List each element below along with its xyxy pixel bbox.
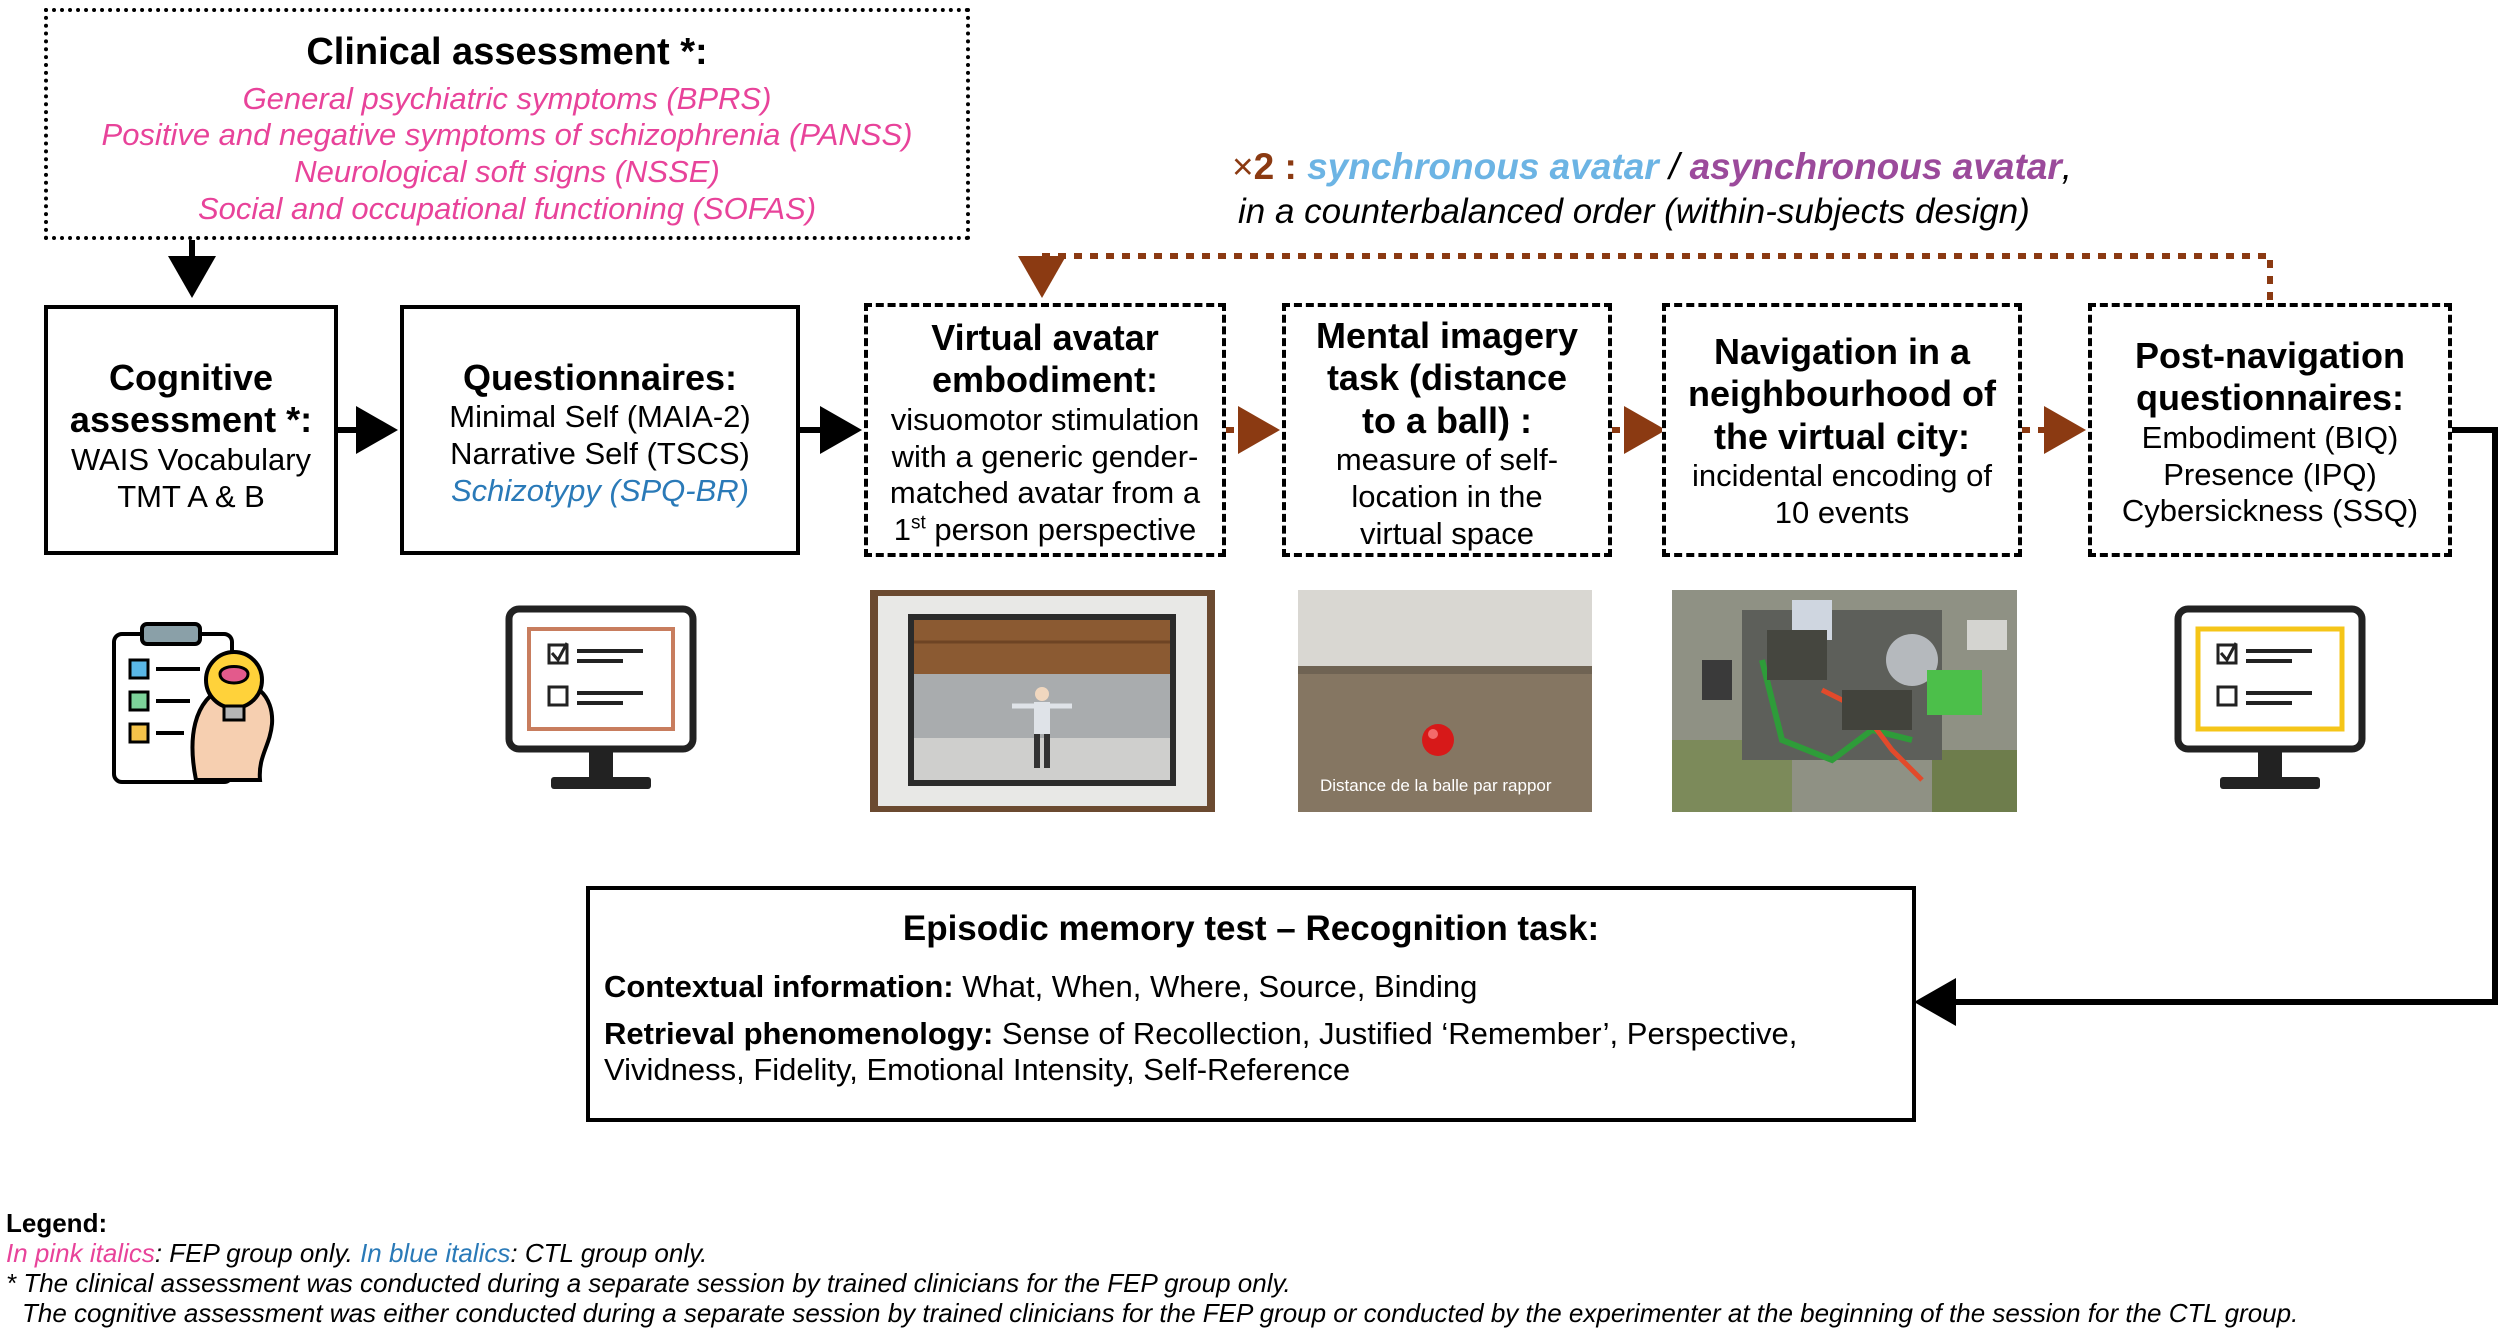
clipboard-brain-icon — [112, 622, 275, 784]
clinical-item-panss: Positive and negative symptoms of schizo… — [101, 117, 913, 153]
repeat-label: ×2 : synchronous avatar / asynchronous a… — [1232, 146, 2072, 188]
imagery-title-3: to a ball) : — [1362, 399, 1532, 441]
postnav-line-ssq: Cybersickness (SSQ) — [2121, 493, 2419, 529]
arrow-postnav-to-memory — [1914, 427, 2498, 1026]
embodiment-title-1: Virtual avatar — [931, 317, 1159, 358]
monitor-checklist-yellow-icon — [2174, 605, 2366, 789]
legend-title: Legend: — [6, 1208, 108, 1238]
repeat-loop — [1018, 253, 2273, 300]
embodiment-box: Virtual avatar embodiment: visuomotor st… — [864, 303, 1226, 557]
cognitive-line-wais: WAIS Vocabulary — [70, 441, 312, 477]
embodiment-title-2: embodiment: — [931, 359, 1158, 401]
memory-retrieval-text-2: Vividness, Fidelity, Emotional Intensity… — [604, 1052, 1351, 1088]
imagery-line-3: virtual space — [1359, 515, 1535, 551]
questionnaires-box: Questionnaires: Minimal Self (MAIA-2) Na… — [400, 305, 800, 555]
legend-pink-text: : FEP group only. — [154, 1238, 361, 1268]
clinical-title: Clinical assessment *: — [306, 31, 708, 73]
embodiment-line-3: matched avatar from a — [889, 475, 1201, 511]
postnav-title-1: Post-navigation — [2134, 335, 2406, 376]
avatar-mirror-image — [870, 590, 1215, 812]
cognitive-line-tmt: TMT A & B — [117, 478, 265, 514]
repeat-sync: synchronous avatar — [1307, 146, 1659, 187]
legend-note-1: * The clinical assessment was conducted … — [6, 1268, 1291, 1298]
embodiment-line-1: visuomotor stimulation — [890, 401, 1200, 437]
postnav-line-ipq: Presence (IPQ) — [2163, 456, 2377, 492]
cognitive-title-1: Cognitive — [108, 357, 273, 398]
navigation-line-2: 10 events — [1774, 494, 1910, 530]
embodiment-line-2: with a generic gender- — [891, 438, 1199, 474]
legend-blue-text: : CTL group only. — [510, 1238, 708, 1268]
memory-contextual: Contextual information: What, When, Wher… — [604, 969, 1898, 1006]
postnav-title-2: questionnaires: — [2135, 377, 2405, 419]
ball-caption: Distance de la balle par rappor — [1320, 776, 1552, 795]
embodiment-line-4: 1st person perspective — [893, 511, 1197, 547]
questionnaires-line-tscs: Narrative Self (TSCS) — [450, 436, 750, 472]
repeat-comma: , — [2061, 146, 2073, 187]
memory-contextual-label: Contextual information: — [604, 969, 954, 1005]
legend-blue-label: In blue italics — [360, 1238, 511, 1268]
navigation-title-2: neighbourhood of — [1688, 373, 1996, 415]
legend-groups: In pink italics: FEP group only. In blue… — [6, 1238, 707, 1269]
repeat-slash: / — [1658, 146, 1690, 187]
cognitive-title-2: assessment *: — [69, 399, 313, 441]
memory-contextual-text: What, When, Where, Source, Binding — [953, 969, 1478, 1005]
ball-scene-graphic — [1298, 590, 1592, 812]
memory-retrieval-text: Sense of Recollection, Justified ‘Rememb… — [993, 1015, 1798, 1051]
memory-retrieval: Retrieval phenomenology: Sense of Recoll… — [604, 1016, 1898, 1053]
navigation-box: Navigation in a neighbourhood of the vir… — [1662, 303, 2022, 557]
clinical-assessment-box: Clinical assessment *: General psychiatr… — [44, 8, 970, 240]
navigation-title-1: Navigation in a — [1713, 331, 1971, 372]
legend-note-2: The cognitive assessment was either cond… — [22, 1298, 2299, 1328]
imagery-title-2: task (distance — [1326, 357, 1568, 399]
questionnaires-title: Questionnaires: — [462, 357, 738, 398]
repeat-colon: : — [1274, 146, 1308, 187]
repeat-subtitle: in a counterbalanced order (within-subje… — [1238, 192, 2030, 231]
postnav-line-biq: Embodiment (BIQ) — [2141, 419, 2399, 455]
questionnaires-line-maia: Minimal Self (MAIA-2) — [449, 399, 751, 435]
imagery-box: Mental imagery task (distance to a ball)… — [1282, 303, 1612, 557]
imagery-title-1: Mental imagery — [1315, 315, 1579, 356]
clinical-item-bprs: General psychiatric symptoms (BPRS) — [242, 80, 772, 116]
postnav-box: Post-navigation questionnaires: Embodime… — [2088, 303, 2452, 557]
imagery-line-1: measure of self- — [1335, 442, 1559, 478]
ball-scene-image: Distance de la balle par rappor — [1298, 590, 1592, 812]
virtual-city-image — [1672, 590, 2017, 812]
navigation-line-1: incidental encoding of — [1692, 458, 1992, 494]
memory-retrieval-label: Retrieval phenomenology: — [604, 1015, 994, 1051]
repeat-count: 2 — [1253, 146, 1275, 187]
clinical-item-nsse: Neurological soft signs (NSSE) — [294, 153, 720, 189]
clinical-item-sofas: Social and occupational functioning (SOF… — [197, 190, 817, 226]
imagery-line-2: location in the — [1351, 478, 1543, 514]
cognitive-assessment-box: Cognitive assessment *: WAIS Vocabulary … — [44, 305, 338, 555]
navigation-title-3: the virtual city: — [1713, 415, 1971, 457]
questionnaires-line-spq: Schizotypy (SPQ-BR) — [450, 472, 749, 508]
repeat-async: asynchronous avatar — [1689, 146, 2062, 187]
monitor-checklist-icon — [505, 605, 697, 789]
legend-pink-label: In pink italics — [6, 1238, 155, 1268]
memory-test-box: Episodic memory test – Recognition task:… — [586, 886, 1916, 1122]
repeat-times: × — [1232, 146, 1254, 187]
memory-title: Episodic memory test – Recognition task: — [902, 909, 1600, 948]
